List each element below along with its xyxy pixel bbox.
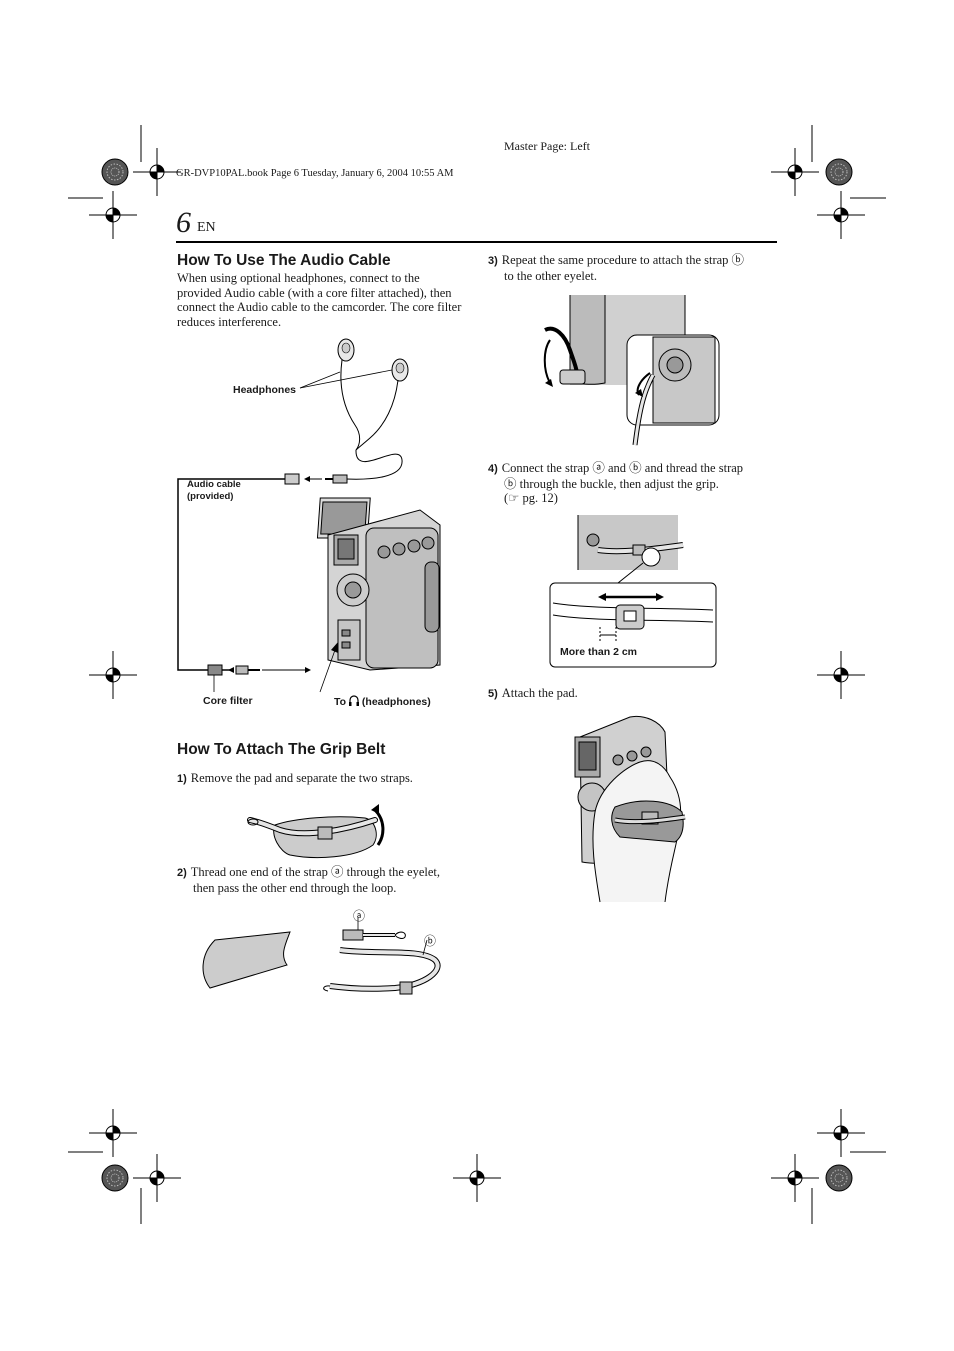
step-1-number: 1) — [177, 773, 187, 785]
attach-pad-illustration — [574, 715, 686, 903]
audio-cable-label: Audio cable — [187, 479, 241, 490]
step-2-text-a: Thread one end of the strap ⓐ through th… — [190, 865, 441, 879]
step-2: 2)Thread one end of the strap ⓐ through … — [177, 865, 440, 895]
step-4-text-b: ⓑ through the buckle, then adjust the gr… — [504, 476, 719, 491]
more-than-2cm-label: More than 2 cm — [560, 646, 638, 658]
step-3-text-a: Repeat the same procedure to attach the … — [501, 253, 745, 267]
step-4-text-c: (☞ pg. 12) — [504, 491, 558, 505]
step-4-number: 4) — [488, 463, 498, 475]
separated-straps-illustration — [202, 918, 441, 995]
to-suffix: (headphones) — [361, 696, 431, 708]
header-rule — [176, 241, 777, 243]
core-filter-label: Core filter — [203, 695, 253, 707]
page-number: 6 — [176, 206, 191, 239]
step-4-text-a: Connect the strap ⓐ and ⓑ and thread the… — [501, 461, 744, 475]
headphones-icon — [348, 695, 359, 706]
audio-section-title: How To Use The Audio Cable — [177, 252, 391, 269]
step-3-number: 3) — [488, 255, 498, 267]
grip-section-title: How To Attach The Grip Belt — [177, 741, 386, 758]
audio-cable-provided-label: (provided) — [187, 491, 234, 502]
pad-and-strap-illustration — [247, 804, 385, 859]
audio-section-body: When using optional headphones, connect … — [177, 271, 462, 329]
step-3: 3)Repeat the same procedure to attach th… — [488, 253, 744, 283]
master-page-label: Master Page: Left — [504, 139, 590, 153]
strap-b-callout: ⓑ — [424, 934, 437, 948]
step-5-number: 5) — [488, 688, 498, 700]
to-prefix: To — [334, 696, 347, 708]
headphones-label: Headphones — [233, 384, 297, 396]
strap-a-callout: ⓐ — [353, 909, 366, 923]
step-4: 4)Connect the strap ⓐ and ⓑ and thread t… — [488, 461, 743, 506]
step-2-text-b: then pass the other end through the loop… — [193, 880, 397, 895]
audio-cable-diagram — [177, 338, 441, 693]
attach-strap-b-illustration — [543, 295, 720, 446]
page-language: EN — [197, 220, 216, 235]
step-1: 1)Remove the pad and separate the two st… — [177, 771, 413, 787]
step-5-text: Attach the pad. — [501, 686, 578, 700]
buckle-adjust-illustration — [549, 515, 717, 668]
to-headphones-label: To (headphones) — [334, 695, 431, 708]
step-2-number: 2) — [177, 867, 187, 879]
file-info: GR-DVP10PAL.book Page 6 Tuesday, January… — [176, 168, 454, 179]
step-3-text-b: to the other eyelet. — [504, 268, 598, 283]
step-5: 5)Attach the pad. — [488, 686, 578, 702]
step-1-text: Remove the pad and separate the two stra… — [190, 771, 413, 785]
